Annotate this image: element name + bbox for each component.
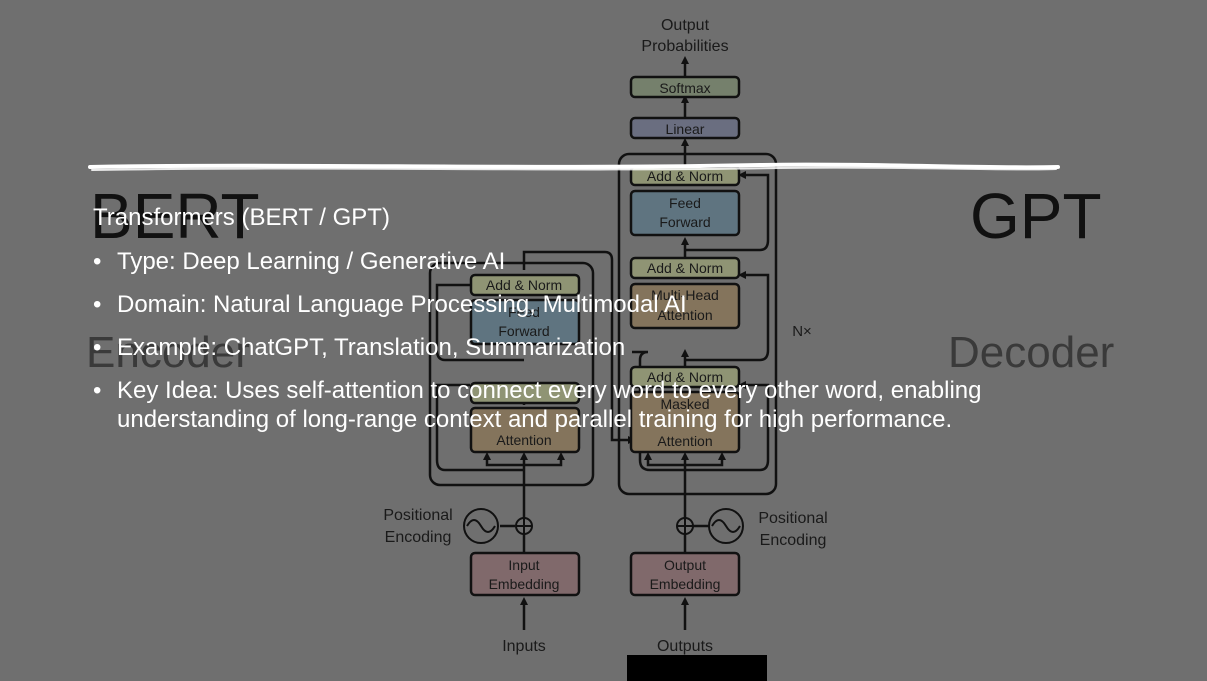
white-divider-stroke (88, 162, 1060, 171)
output-probabilities-line-2: Probabilities (641, 38, 728, 55)
nx-label: N× (792, 323, 812, 340)
bert-label: BERT (90, 180, 260, 252)
encoder-stack-outline (428, 261, 595, 487)
encoder-feed-forward-line-2: Forward (498, 323, 549, 339)
encoder-attention-label: Attention (496, 432, 551, 448)
encoder-add-norm-2-label: Add & Norm (486, 277, 562, 293)
encoder-positional-line-1: Positional (383, 507, 452, 524)
bullet-dot-icon: • (93, 248, 102, 275)
decoder-stack-outline (617, 152, 778, 496)
softmax-box (629, 75, 741, 99)
decoder-add-norm-1-label: Add & Norm (647, 369, 723, 385)
encoder-positional-wave-icon (463, 508, 499, 544)
decoder-add-norm-2-label: Add & Norm (647, 260, 723, 276)
bullet-key-idea-text: Key Idea: Uses self-attention to connect… (117, 377, 982, 433)
bullet-type: • Type: Deep Learning / Generative AI (93, 247, 1103, 276)
input-embedding-line-1: Input (508, 557, 539, 573)
decoder-mha-line-2: Attention (657, 307, 712, 323)
decoder-add-norm-2-box (629, 256, 741, 280)
gpt-label: GPT (970, 180, 1102, 252)
decoder-positional-line-2: Encoding (760, 532, 827, 549)
decoder-positional-wave-icon (708, 508, 744, 544)
decoder-feed-forward-line-2: Forward (659, 214, 710, 230)
bullet-dot-icon: • (93, 334, 102, 361)
encoder-add-norm-2-box (469, 273, 581, 297)
decoder-feed-forward-box (629, 189, 741, 237)
outputs-label: Outputs (657, 638, 713, 655)
bullet-example-text: Example: ChatGPT, Translation, Summariza… (117, 334, 626, 361)
input-embedding-line-2: Embedding (489, 576, 560, 592)
decoder-label: Decoder (948, 328, 1115, 377)
encoder-feed-forward-line-1: Feed (508, 304, 540, 320)
bullet-dot-icon: • (93, 291, 102, 318)
linear-label: Linear (666, 121, 705, 137)
encoder-feed-forward-box (469, 298, 581, 346)
bullet-type-text: Type: Deep Learning / Generative AI (117, 248, 506, 275)
decoder-feed-forward-line-1: Feed (669, 195, 701, 211)
encoder-label: Encoder (86, 328, 250, 377)
overlay-bullet-list: • Type: Deep Learning / Generative AI • Do… (93, 247, 1103, 434)
bullet-key-idea: • Key Idea: Uses self-attention to connec… (93, 376, 1103, 434)
output-probabilities-line-1: Output (661, 17, 710, 34)
decoder-masked-attention-box (629, 390, 741, 454)
decoder-multi-head-attention-box (629, 282, 741, 330)
bullet-domain: • Domain: Natural Language Processing, Mu… (93, 290, 1103, 319)
linear-box (629, 116, 741, 140)
black-bar (627, 655, 767, 681)
output-embedding-line-2: Embedding (650, 576, 721, 592)
output-embedding-line-1: Output (664, 557, 706, 573)
encoder-attention-box (469, 406, 581, 454)
overlay-title: Transformers (BERT / GPT) (93, 204, 390, 231)
input-embedding-box (469, 551, 581, 597)
decoder-masked-line-2: Attention (657, 433, 712, 449)
decoder-mha-line-1: Multi-Head (651, 287, 719, 303)
decoder-add-norm-1-box (629, 365, 741, 389)
encoder-positional-line-2: Encoding (385, 529, 452, 546)
decoder-positional-line-1: Positional (758, 510, 827, 527)
output-embedding-box (629, 551, 741, 597)
decoder-add-norm-3-label: Add & Norm (647, 168, 723, 184)
softmax-label: Softmax (659, 80, 710, 96)
bullet-domain-text: Domain: Natural Language Processing, Mul… (117, 291, 687, 318)
bullet-dot-icon: • (93, 377, 102, 404)
overlay-text-block: Transformers (BERT / GPT) • Type: Deep Le… (93, 204, 1103, 448)
decoder-masked-line-1: Masked (660, 396, 709, 412)
bullet-example: • Example: ChatGPT, Translation, Summariz… (93, 333, 1103, 362)
encoder-add-norm-1-box (469, 381, 581, 405)
inputs-label: Inputs (502, 638, 546, 655)
